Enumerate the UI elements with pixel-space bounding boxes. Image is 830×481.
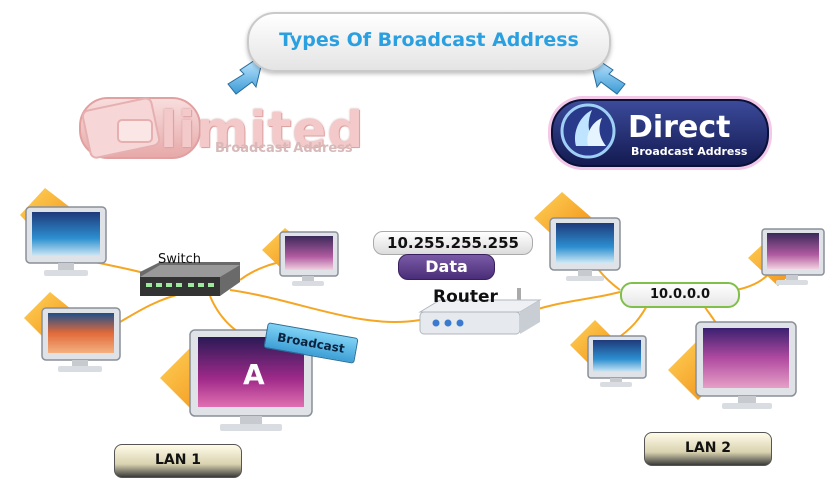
- monitor-icon: [668, 321, 797, 409]
- direct-subtitle: Broadcast Address: [631, 145, 748, 158]
- limited-logo: [79, 97, 201, 159]
- monitor-icon: [748, 228, 825, 286]
- switch-icon: [140, 262, 240, 296]
- host-a-label: A: [243, 358, 265, 391]
- monitor-icon: [20, 188, 107, 276]
- broadcast-ip-badge: 10.255.255.255: [373, 231, 533, 255]
- monitor-icon: [24, 292, 121, 372]
- monitor-icon: [262, 228, 339, 286]
- link-switch-router: [229, 289, 421, 324]
- limited-title: limited: [160, 101, 365, 159]
- monitor-icon: [570, 320, 647, 387]
- down-arrow-icon: [227, 59, 263, 95]
- router-label: Router: [433, 287, 498, 307]
- sailboat-logo-icon: [560, 103, 616, 159]
- down-arrow-icon: [590, 59, 626, 95]
- network-address-badge: 10.0.0.0: [620, 282, 740, 308]
- direct-title: Direct: [628, 110, 731, 145]
- lan1-label: LAN 1: [114, 444, 242, 478]
- switch-label: Switch: [158, 252, 201, 267]
- data-badge: Data: [398, 254, 495, 280]
- diagram-title: Types Of Broadcast Address: [279, 29, 579, 51]
- limited-subtitle: Broadcast Address: [215, 141, 353, 156]
- monitor-icon: [534, 192, 621, 281]
- title-banner: Types Of Broadcast Address: [247, 12, 611, 72]
- lan2-label: LAN 2: [644, 432, 772, 466]
- link-pc3-switch: [114, 292, 186, 326]
- monitor-icon: [160, 329, 313, 431]
- router-icon: [418, 288, 542, 335]
